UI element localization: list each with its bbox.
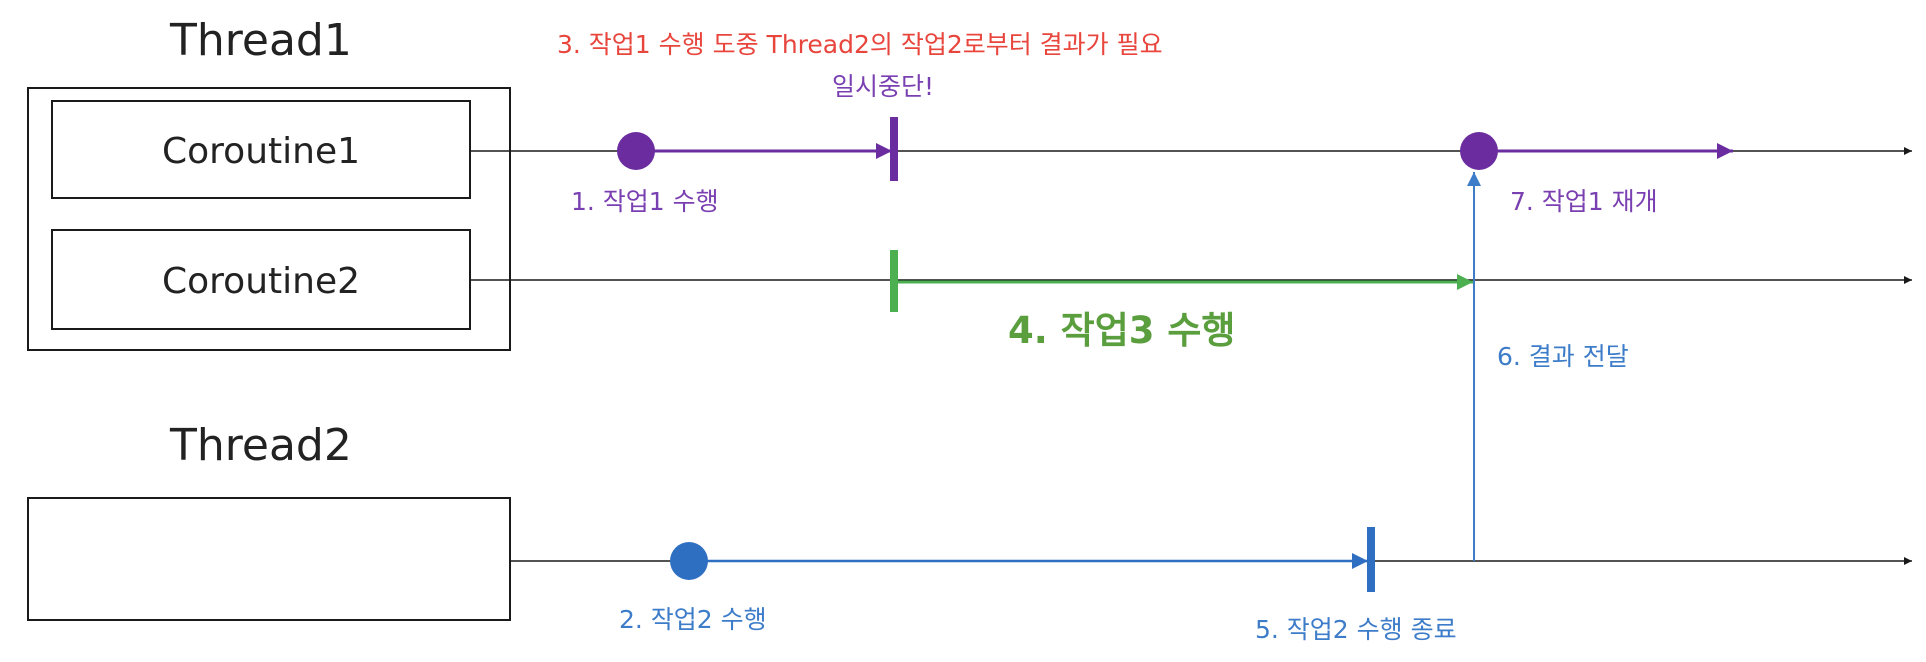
step2-note: 2. 작업2 수행 bbox=[619, 605, 767, 634]
coroutine1-start-dot bbox=[617, 132, 655, 170]
thread1-title: Thread1 bbox=[169, 15, 352, 66]
thread2-title: Thread2 bbox=[169, 420, 352, 471]
thread2-box bbox=[27, 497, 511, 621]
coroutine2-label: Coroutine2 bbox=[162, 261, 360, 302]
coroutine1-label: Coroutine1 bbox=[162, 131, 360, 172]
coroutine1-box bbox=[51, 100, 471, 199]
step3-note: 3. 작업1 수행 도중 Thread2의 작업2로부터 결과가 필요 bbox=[557, 30, 1163, 59]
coroutine2-box bbox=[51, 229, 471, 330]
step4-note: 4. 작업3 수행 bbox=[1008, 309, 1235, 352]
suspend-note: 일시중단! bbox=[832, 72, 934, 101]
thread2-start-dot bbox=[670, 542, 708, 580]
step5-note: 5. 작업2 수행 종료 bbox=[1255, 615, 1457, 644]
coroutine1-resume-dot bbox=[1460, 132, 1498, 170]
step1-note: 1. 작업1 수행 bbox=[571, 187, 719, 216]
step7-note: 7. 작업1 재개 bbox=[1510, 187, 1658, 216]
step6-note: 6. 결과 전달 bbox=[1497, 342, 1629, 371]
